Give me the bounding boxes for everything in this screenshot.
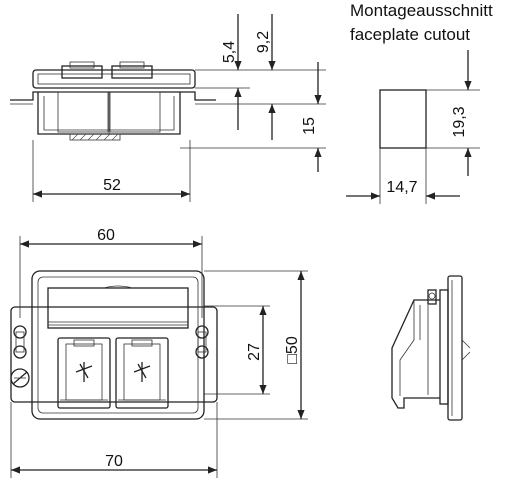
dim-side-depth-mid: 9,2 <box>255 31 272 53</box>
dim-cutout-width: 14,7 <box>386 179 417 196</box>
dim-front-width-outer: 70 <box>105 453 123 470</box>
dim-front-square: □50 <box>284 336 301 364</box>
dim-side-width: 52 <box>103 177 121 194</box>
side-view <box>10 14 326 202</box>
caption-en: faceplate cutout <box>350 25 470 44</box>
dim-front-module-height: 27 <box>246 343 263 361</box>
caption-de: Montageausschnitt <box>350 1 493 20</box>
cutout-view <box>346 50 480 204</box>
side-profile-view <box>391 275 471 421</box>
dim-side-height: 15 <box>301 117 318 135</box>
dim-front-width-inner: 60 <box>97 227 115 244</box>
dim-cutout-height: 19,3 <box>451 106 468 137</box>
front-view <box>10 236 308 478</box>
dim-side-depth-top: 5,4 <box>221 41 238 63</box>
